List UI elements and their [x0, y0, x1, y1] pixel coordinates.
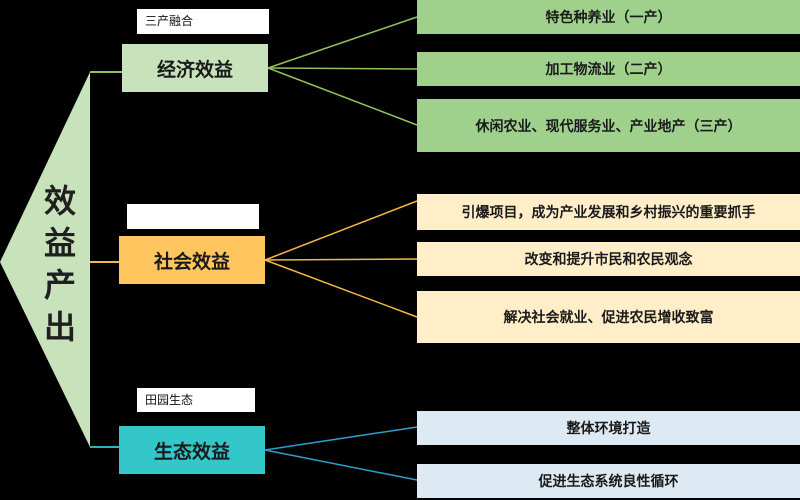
social-item: 解决社会就业、促进农民增收致富 [417, 291, 800, 343]
economic-benefit-node: 经济效益 [122, 44, 268, 92]
branch-ecological-1 [264, 426, 418, 451]
branch-economic-1 [267, 16, 418, 69]
branch-social-1 [264, 200, 418, 261]
economic-tag: 三产融合 [137, 9, 269, 34]
social-item: 改变和提升市民和农民观念 [417, 242, 800, 276]
social-item: 引爆项目，成为产业发展和乡村振兴的重要抓手 [417, 194, 800, 230]
ecological-item: 整体环境打造 [417, 411, 800, 445]
branch-economic-2 [267, 67, 418, 70]
branch-social-2 [264, 258, 418, 261]
economic-item: 特色种养业（一产） [417, 0, 800, 34]
branch-social-3 [264, 259, 418, 318]
social-tag [127, 204, 259, 229]
root-char: 产 [43, 266, 76, 304]
branch-ecological-2 [264, 449, 418, 481]
root-label: 效 益 产 出 [30, 180, 90, 348]
root-shape [0, 72, 90, 447]
ecological-benefit-node: 生态效益 [119, 426, 265, 474]
ecological-tag: 田园生态 [137, 388, 255, 412]
economic-item: 休闲农业、现代服务业、产业地产（三产） [417, 99, 800, 152]
root-char: 益 [43, 224, 76, 262]
root-char: 出 [43, 308, 76, 346]
social-benefit-node: 社会效益 [119, 236, 265, 284]
economic-item: 加工物流业（二产） [417, 52, 800, 86]
root-char: 效 [43, 182, 76, 220]
branch-economic-3 [267, 67, 418, 126]
ecological-item: 促进生态系统良性循环 [417, 464, 800, 498]
